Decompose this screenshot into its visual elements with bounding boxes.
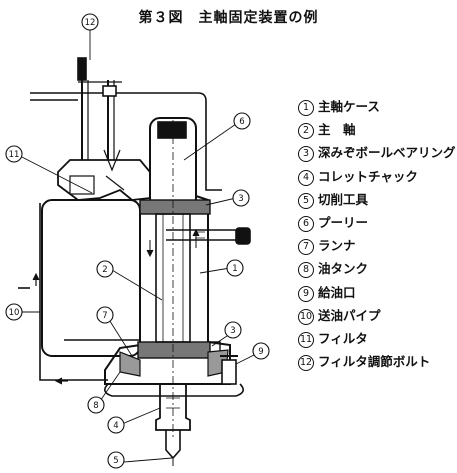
legend-number: 12: [298, 355, 314, 372]
callout-3-lower: 3: [224, 321, 242, 339]
svg-text:4: 4: [113, 421, 118, 431]
legend-number: 1: [298, 100, 314, 116]
callout-10: 10: [5, 303, 23, 321]
legend-number: 3: [298, 146, 314, 163]
callout-7: 7: [96, 306, 114, 324]
legend-label: 送油パイプ: [318, 307, 381, 323]
legend-label: 油タンク: [318, 261, 369, 277]
callout-8: 8: [87, 396, 105, 414]
oil-feed-pipe: [39, 203, 108, 381]
svg-text:9: 9: [258, 347, 263, 357]
legend-label: フィルタ: [318, 330, 368, 346]
legend-number: 8: [298, 262, 314, 279]
legend-number: 11: [298, 331, 314, 348]
legend-label: ランナ: [318, 238, 356, 254]
legend-number: 2: [298, 123, 314, 140]
callout-11: 11: [5, 145, 23, 163]
cutting-tool: [165, 430, 181, 460]
legend-number: 6: [298, 215, 314, 232]
spindle-case: [104, 195, 231, 385]
legend-number: 5: [298, 192, 314, 209]
svg-text:6: 6: [239, 117, 244, 127]
legend-label: 切削工具: [318, 191, 369, 207]
svg-text:7: 7: [102, 311, 107, 321]
svg-text:8: 8: [93, 401, 98, 411]
callout-3-upper: 3: [232, 189, 250, 207]
upper-bearing: [139, 199, 211, 215]
svg-text:2: 2: [102, 265, 107, 275]
callout-1: 1: [226, 259, 244, 277]
legend-label: 給油口: [318, 284, 356, 300]
callout-9: 9: [252, 342, 270, 360]
oil-inlet: [221, 359, 237, 385]
callout-6: 6: [233, 112, 251, 130]
svg-text:10: 10: [9, 308, 20, 318]
svg-text:12: 12: [85, 18, 96, 28]
legend-number: 4: [298, 169, 314, 186]
legend-label: コレットチャック: [318, 168, 418, 184]
spindle: [155, 213, 191, 343]
legend-label: 深みぞボールベアリング: [318, 145, 456, 161]
callout-2: 2: [96, 260, 114, 278]
collet-chuck: [155, 384, 191, 431]
page-title: 第３図 主軸固定装置の例: [138, 10, 319, 26]
filter-adjust-bolts: [77, 57, 122, 172]
legend-number: 10: [298, 308, 314, 325]
legend-number: 7: [298, 239, 314, 256]
legend-item: 1 主軸ケース: [298, 97, 456, 120]
svg-text:5: 5: [113, 456, 118, 466]
svg-text:3: 3: [230, 326, 235, 336]
callout-5: 5: [107, 451, 125, 469]
callout-4: 4: [107, 416, 125, 434]
legend-label: 主 軸: [318, 122, 356, 138]
svg-text:3: 3: [238, 194, 243, 204]
legend-label: プーリー: [318, 214, 369, 230]
legend-number: 9: [298, 285, 314, 302]
legend-label: フィルタ調節ボルト: [318, 354, 431, 370]
side-shaft: [166, 229, 236, 241]
callout-12: 12: [81, 13, 99, 31]
svg-text:1: 1: [232, 264, 237, 274]
lower-bearing: [137, 341, 211, 359]
svg-text:11: 11: [9, 150, 20, 160]
legend-label: 主軸ケース: [318, 99, 380, 114]
